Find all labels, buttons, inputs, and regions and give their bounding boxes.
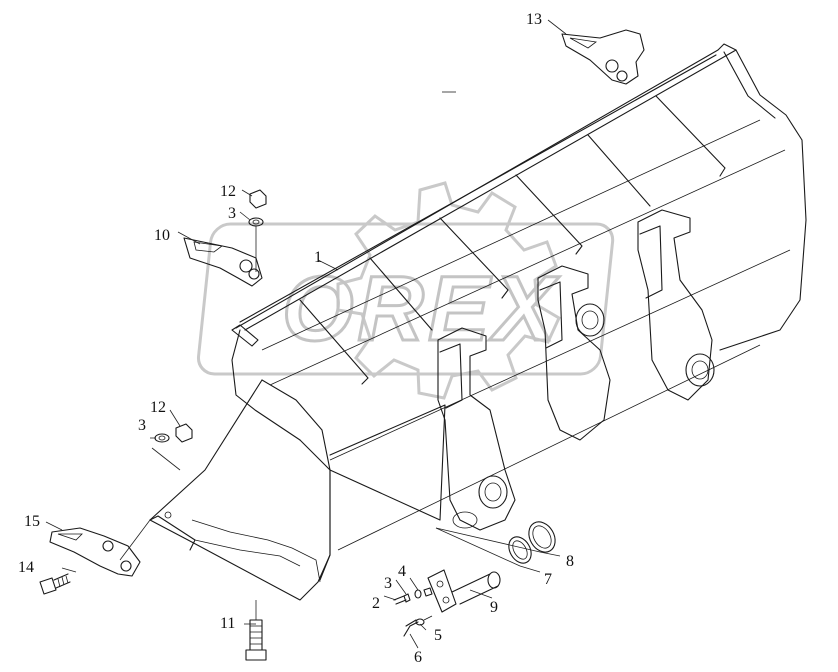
tooth-adapter-15 <box>49 527 141 577</box>
bolt-14 <box>39 573 71 595</box>
callout-11: 11 <box>220 615 235 632</box>
pin-9 <box>427 569 501 613</box>
callout-15: 15 <box>24 513 40 530</box>
callout-6: 6 <box>414 649 422 666</box>
callout-8: 8 <box>566 553 574 570</box>
nut-washer-lower <box>154 423 193 443</box>
callout-10: 10 <box>154 227 170 244</box>
callout-3-lower: 3 <box>138 417 146 434</box>
watermark-text: OREX <box>282 258 559 360</box>
callout-5: 5 <box>434 627 442 644</box>
small-hardware <box>393 587 433 637</box>
callout-3-pin: 3 <box>384 575 392 592</box>
callout-14: 14 <box>18 559 34 576</box>
leader-lines <box>45 19 567 649</box>
callout-12-lower: 12 <box>150 399 166 416</box>
callout-labels: 1 2 3 4 5 6 7 8 9 10 11 12 3 12 3 13 14 … <box>18 11 574 666</box>
watermark: OREX <box>196 181 615 400</box>
bolt-11 <box>245 619 267 661</box>
ring-7 <box>508 536 532 564</box>
callout-3-upper: 3 <box>228 205 236 222</box>
ring-8 <box>528 521 556 553</box>
tooth-adapter-10 <box>183 237 263 287</box>
watermark-gear <box>336 181 561 400</box>
callout-2: 2 <box>372 595 380 612</box>
callout-12-upper: 12 <box>220 183 236 200</box>
callout-1: 1 <box>314 249 322 266</box>
side-wear-plate <box>149 379 331 601</box>
tooth-adapter-13 <box>561 29 645 85</box>
callout-4: 4 <box>398 563 406 580</box>
callout-7: 7 <box>544 571 552 588</box>
callout-13: 13 <box>526 11 542 28</box>
o-rings <box>508 521 556 564</box>
callout-9: 9 <box>490 599 498 616</box>
watermark-frame <box>196 222 615 376</box>
hinge-brackets <box>437 209 715 531</box>
bucket-body <box>231 43 807 581</box>
